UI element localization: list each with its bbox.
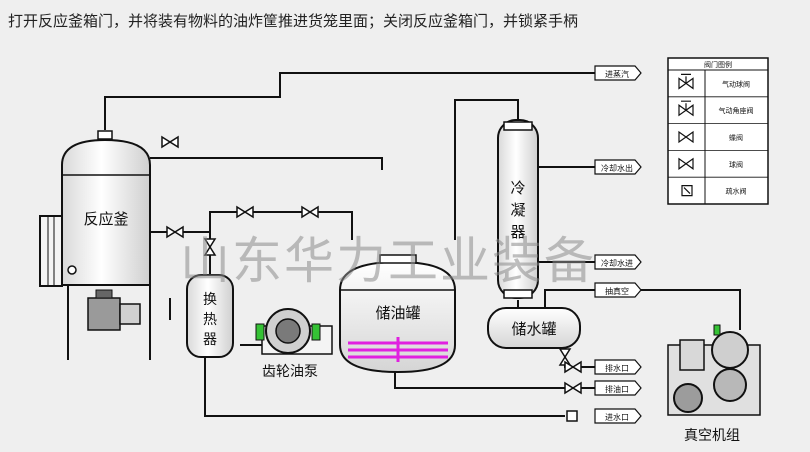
svg-text:冷却水进: 冷却水进 xyxy=(601,258,633,268)
legend-row: 蝶阀 xyxy=(668,123,768,144)
svg-text:抽真空: 抽真空 xyxy=(605,286,629,296)
trap-valve-icon xyxy=(681,185,693,197)
heat-exchanger: 换热器 xyxy=(186,274,234,358)
svg-text:进蒸汽: 进蒸汽 xyxy=(605,69,629,79)
reactor-door[interactable] xyxy=(39,215,63,287)
legend-row: 气动角座阀 xyxy=(668,96,768,117)
vacuum-unit: 真空机组 xyxy=(667,324,761,444)
ball-valve-icon[interactable] xyxy=(564,381,582,395)
pipe-network xyxy=(104,72,741,417)
water-tank: 储水罐 xyxy=(487,307,581,349)
legend-label: 球阀 xyxy=(729,160,743,169)
tag-cooling-water-out: 冷却水出 xyxy=(594,159,642,175)
legend-row: 球阀 xyxy=(668,149,768,170)
heater-coil xyxy=(348,337,448,362)
tag-cooling-water-in: 冷却水进 xyxy=(594,254,642,270)
port-tags: 进蒸汽 冷却水出 冷却水进 抽真空 排水口 排油口 进水口 xyxy=(594,65,642,424)
legend-label: 气动球阀 xyxy=(722,79,750,88)
tag-water-drain: 排水口 xyxy=(594,359,642,375)
butterfly-valve-icon xyxy=(678,130,694,144)
condenser-label-3: 器 xyxy=(510,223,525,241)
svg-text:冷却水出: 冷却水出 xyxy=(601,163,633,173)
legend-label: 疏水阀 xyxy=(726,187,747,196)
tag-water-inlet: 进水口 xyxy=(594,408,642,424)
heat-exchanger-label: 换热器 xyxy=(203,291,217,348)
oil-tank-label: 储油罐 xyxy=(375,304,420,322)
valves[interactable] xyxy=(161,135,582,422)
gear-pump: 齿轮油泵 xyxy=(255,308,333,380)
condenser-label-2: 凝 xyxy=(510,201,525,219)
reactor-vessel: 反应釜 xyxy=(39,130,151,360)
legend-row: 气动球阀 xyxy=(678,73,750,90)
ball-valve-icon[interactable] xyxy=(301,205,319,219)
tag-steam-in: 进蒸汽 xyxy=(594,65,642,81)
svg-text:排水口: 排水口 xyxy=(605,363,629,373)
ball-valve-icon[interactable] xyxy=(161,135,179,149)
oil-tank: 储油罐 xyxy=(339,254,456,374)
legend-label: 气动角座阀 xyxy=(719,106,754,115)
reactor-motor xyxy=(87,289,141,331)
svg-text:排油口: 排油口 xyxy=(605,384,629,394)
trap-valve-icon[interactable] xyxy=(566,410,578,422)
ball-valve-icon[interactable] xyxy=(564,360,582,374)
vacuum-unit-label: 真空机组 xyxy=(684,428,740,444)
legend-title: 阀门图例 xyxy=(704,60,732,69)
legend-row: 疏水阀 xyxy=(668,176,768,197)
ball-valve-icon[interactable] xyxy=(203,238,217,256)
gear-pump-label: 齿轮油泵 xyxy=(262,364,318,380)
condenser: 冷 凝 器 xyxy=(497,119,539,299)
tag-vacuum: 抽真空 xyxy=(594,282,642,298)
condenser-label-1: 冷 xyxy=(510,179,525,197)
tag-oil-drain: 排油口 xyxy=(594,380,642,396)
ball-valve-icon xyxy=(678,157,694,170)
ball-valve-icon[interactable] xyxy=(236,205,254,219)
watermark: 山东华力工业装备 xyxy=(180,232,596,290)
legend-label: 蝶阀 xyxy=(729,133,743,142)
ball-valve-icon[interactable] xyxy=(166,225,184,239)
svg-text:进水口: 进水口 xyxy=(605,412,629,422)
water-tank-label: 储水罐 xyxy=(511,320,556,338)
reactor-label: 反应釜 xyxy=(83,210,128,228)
process-instruction: 打开反应釜箱门，并将装有物料的油炸筐推进货笼里面；关闭反应釜箱门，并锁紧手柄 xyxy=(8,12,579,30)
